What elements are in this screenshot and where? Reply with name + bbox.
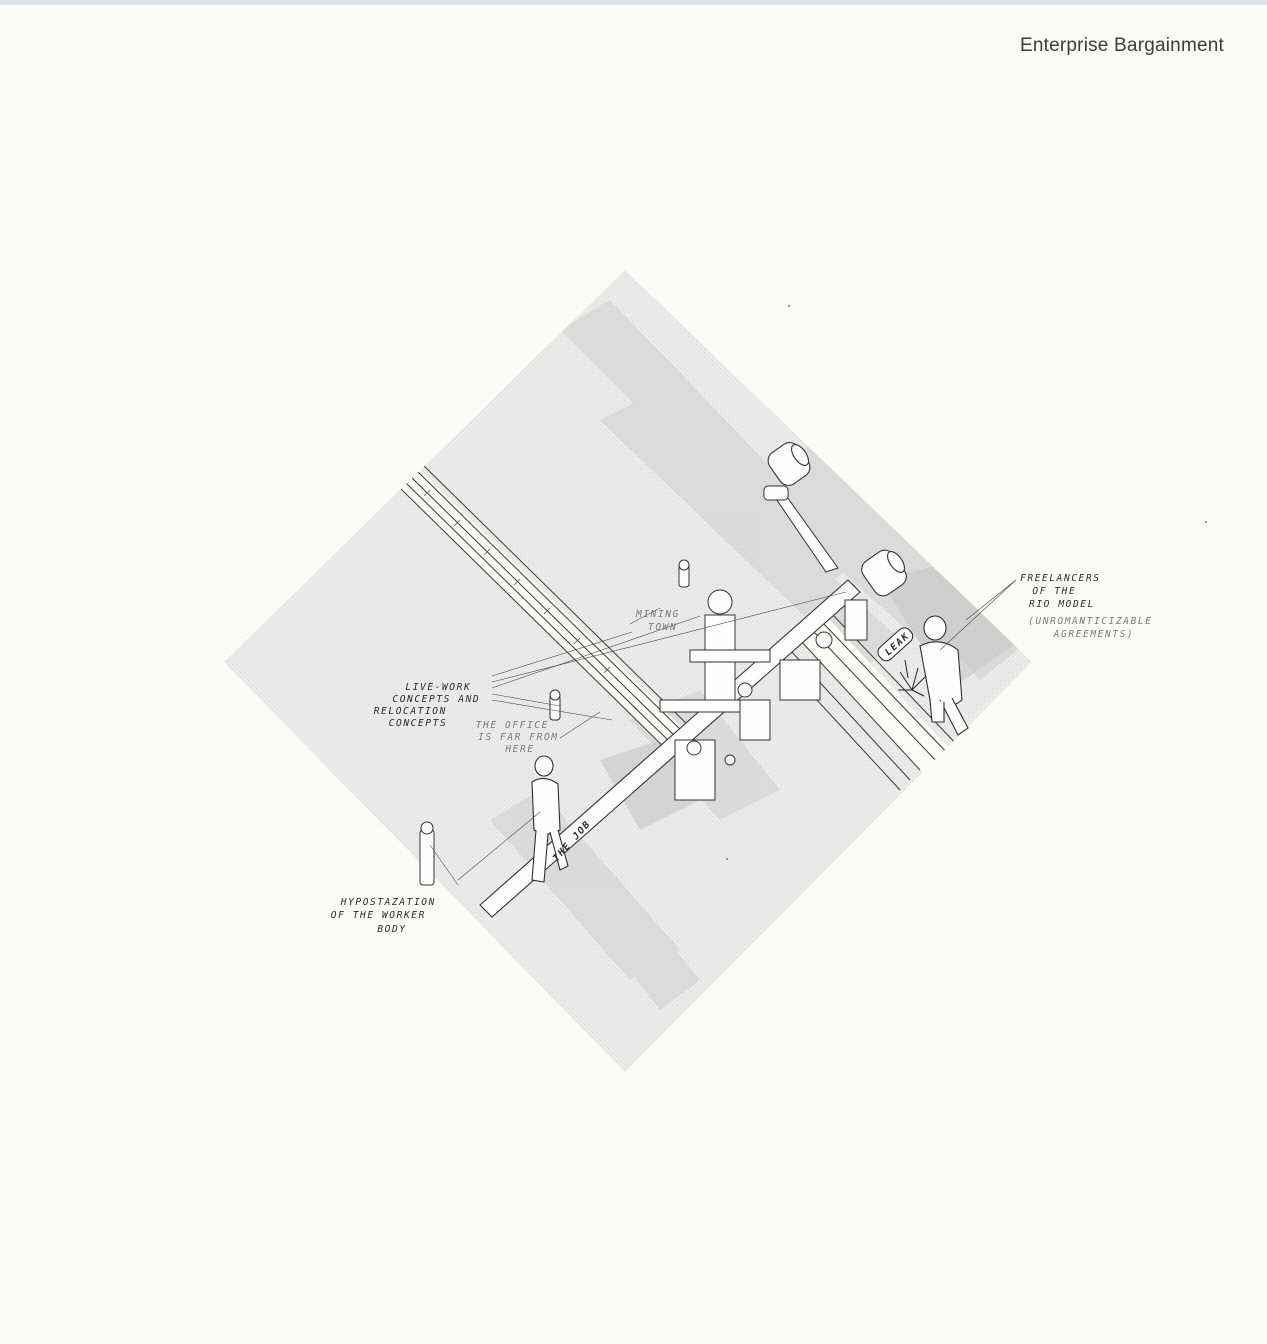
label-office-far: THE OFFICE IS FAR FROM HERE <box>476 720 566 755</box>
label-live-work-concepts: LIVE-WORK CONCEPTS AND RELOCATION CONCEP… <box>374 682 488 729</box>
top-edge-rule <box>0 0 1267 5</box>
worker-figure-right <box>919 615 969 736</box>
dust-speck <box>726 858 728 860</box>
worker-figure-left <box>531 755 569 883</box>
dust-speck <box>1205 521 1207 523</box>
top-canisters <box>767 442 907 597</box>
label-mining-town: MINING TOWN <box>635 609 687 633</box>
page-title: Enterprise Bargainment <box>1019 35 1224 56</box>
leak-spray <box>898 659 927 697</box>
valve-cluster <box>659 589 868 801</box>
label-freelancers: FREELANCERS OF THE RIO MODEL <box>1020 573 1108 610</box>
leader-lines <box>429 579 1017 886</box>
label-unromanticizable: (UNROMANTICIZABLE AGREEMENTS) <box>1028 616 1160 640</box>
dust-speck <box>788 305 790 307</box>
label-hypostazation: HYPOSTAZATION OF THE WORKER BODY <box>331 897 443 935</box>
